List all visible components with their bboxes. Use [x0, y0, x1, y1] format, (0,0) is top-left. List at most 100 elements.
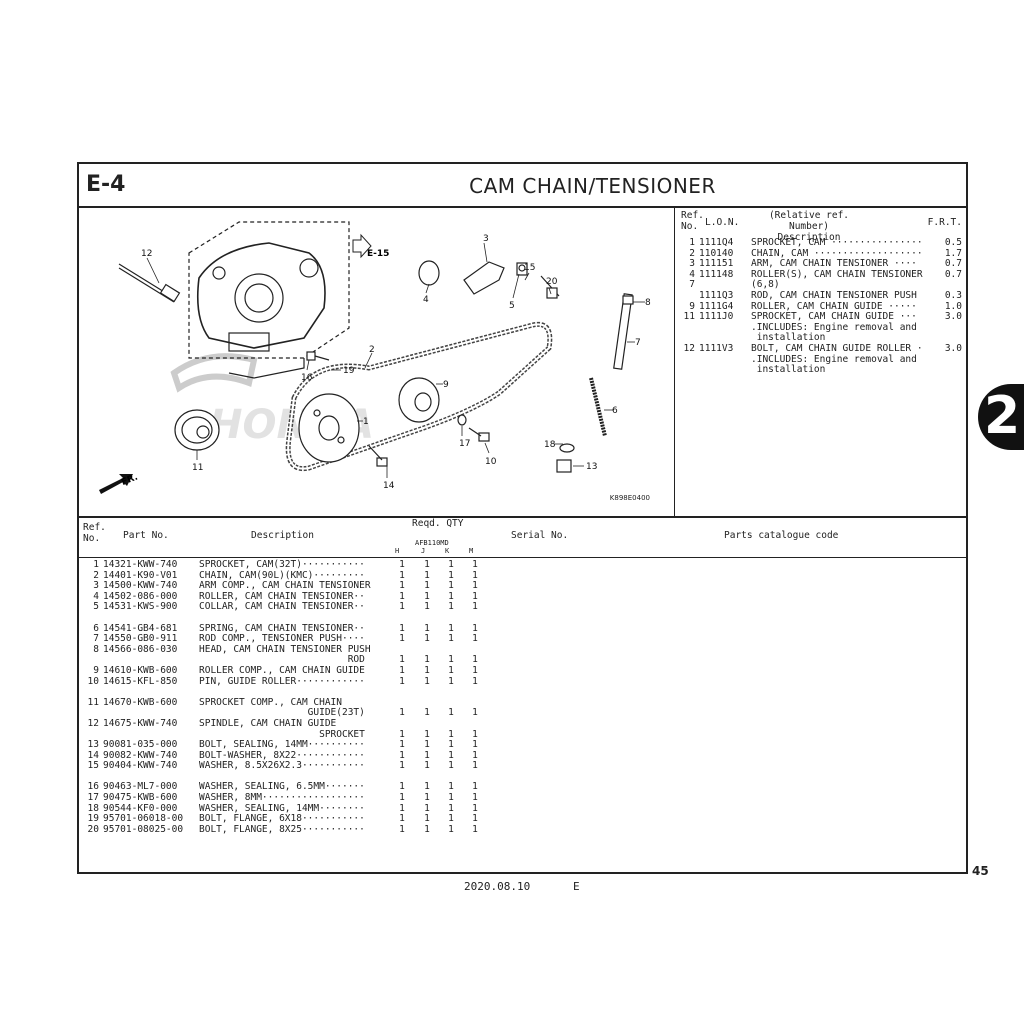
col-j: J [421, 547, 426, 555]
part-qty: 1 [448, 781, 454, 793]
side-lon: 1111Q3 [699, 289, 734, 301]
part-number: 90463-ML7-000 [103, 781, 178, 793]
part-qty: 1 [448, 601, 454, 613]
callout-5: 5 [509, 301, 515, 311]
part-number: 14550-GB0-911 [103, 633, 178, 645]
part-qty: 1 [399, 707, 405, 719]
side-desc: installation [751, 364, 826, 376]
side-lon: 1111Q4 [699, 237, 734, 248]
print-date: 2020.08.10 [464, 880, 531, 893]
part-ref: 8 [93, 643, 99, 655]
part-number: 95701-08025-00 [103, 823, 184, 835]
part-number: 14675-KWW-740 [103, 717, 178, 729]
part-qty: 1 [424, 792, 430, 804]
part-description: ROLLER COMP., CAM CHAIN GUIDE [199, 664, 365, 676]
part-qty: 1 [424, 601, 430, 613]
page-number: 45 [972, 864, 989, 878]
part-description: BOLT, FLANGE, 6X18··········· [199, 813, 365, 825]
ref-arrow: E-15 [352, 233, 389, 259]
part-description: WASHER, 8MM·················· [199, 792, 365, 804]
callout-numbers: 12 3 4 15 5 20 8 7 6 2 9 1 17 10 18 13 1… [141, 234, 651, 491]
callout-13: 13 [586, 462, 597, 472]
part-description: CHAIN, CAM(90L)(KMC)········· [199, 569, 365, 581]
part-number: 90082-KWW-740 [103, 749, 178, 761]
side-ref: 2 [689, 247, 695, 259]
callout-18: 18 [544, 440, 556, 450]
part-number: 90081-035-000 [103, 739, 178, 751]
catalogue-page-frame: E-4 CAM CHAIN/TENSIONER HONDA [77, 162, 968, 874]
part-description: ROD COMP., TENSIONER PUSH···· [199, 633, 365, 645]
part-number: 14615-KFL-850 [103, 675, 178, 687]
part-ref: 20 [87, 823, 99, 835]
callout-19: 19 [343, 366, 355, 376]
table-row[interactable]: 20 95701-08025-00 BOLT, FLANGE, 8X25······… [79, 823, 966, 836]
part-ref: 16 [87, 781, 99, 793]
part-qty: 1 [424, 569, 430, 581]
part-qty: 1 [424, 749, 430, 761]
col-k: K [445, 547, 450, 555]
page-title: CAM CHAIN/TENSIONER [469, 174, 716, 198]
part-number: 14321-KWW-740 [103, 559, 178, 570]
callout-17: 17 [459, 439, 470, 449]
engine-case-drawing [188, 221, 350, 379]
part-qty: 1 [448, 675, 454, 687]
chapter-tab-number: 2 [984, 386, 1021, 446]
callout-10: 10 [485, 457, 497, 467]
part-qty: 1 [399, 802, 405, 814]
chapter-tab[interactable]: 2 [978, 384, 1024, 450]
part-number: 90404-KWW-740 [103, 760, 178, 772]
part-number: 14541-GB4-681 [103, 622, 178, 634]
side-col-desc: (Relative ref. Number)Description [768, 210, 850, 243]
tensioner-rod-drawing [556, 293, 634, 473]
part-qty: 1 [399, 823, 405, 835]
side-frt: 0.5 [944, 237, 962, 248]
side-table-row: .INCLUDES: Engine removal and [675, 321, 966, 334]
part-qty: 1 [448, 760, 454, 772]
col-serial-no: Serial No. [511, 530, 569, 541]
part-ref: 5 [93, 601, 99, 613]
side-desc: ARM, CAM CHAIN TENSIONER ···· [751, 258, 917, 270]
part-qty: 1 [399, 580, 405, 592]
part-qty: 1 [399, 664, 405, 676]
cam-chain-drawing [285, 321, 553, 472]
small-bolts-drawing [306, 351, 490, 467]
part-description: BOLT, FLANGE, 8X25··········· [199, 823, 365, 835]
part-qty: 1 [399, 633, 405, 645]
part-ref: 10 [87, 675, 99, 687]
side-col-lon: L.O.N. [705, 217, 740, 228]
part-description: SPRING, CAM CHAIN TENSIONER·· [199, 622, 365, 634]
part-qty: 1 [424, 664, 430, 676]
part-number: 14401-K90-V01 [103, 569, 178, 581]
part-qty: 1 [424, 654, 430, 666]
page-header: E-4 CAM CHAIN/TENSIONER [79, 164, 966, 208]
part-qty: 1 [472, 675, 478, 687]
part-qty: 1 [472, 792, 478, 804]
side-ref: 9 [689, 300, 695, 312]
part-qty: 1 [448, 633, 454, 645]
side-desc: .INCLUDES: Engine removal and [751, 321, 917, 333]
